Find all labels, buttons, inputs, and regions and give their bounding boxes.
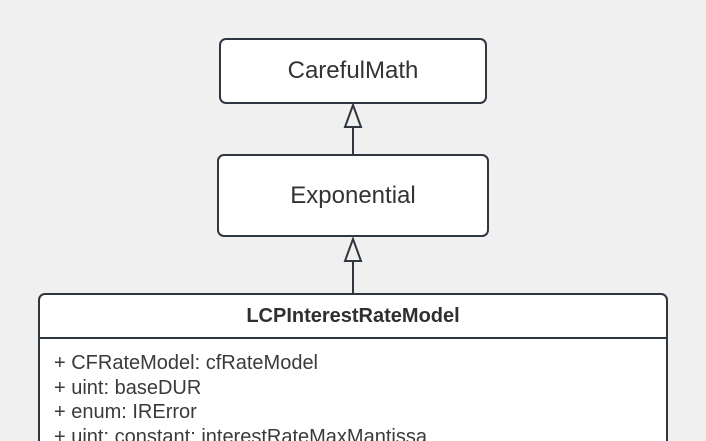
generalization-edge-lcp-to-exponential[interactable] — [343, 236, 363, 294]
class-name-label: Exponential — [290, 181, 416, 209]
class-node-carefulmath[interactable]: CarefulMath — [219, 38, 487, 104]
class-attribute: + enum: IRError — [54, 401, 197, 424]
class-node-lcpinterestratemodel[interactable]: LCPInterestRateModel + CFRateModel: cfRa… — [38, 293, 668, 441]
hollow-triangle-arrowhead-icon — [343, 236, 363, 262]
class-attribute: + CFRateModel: cfRateModel — [54, 352, 319, 374]
generalization-edge-exponential-to-carefulmath[interactable] — [343, 102, 363, 156]
class-attribute: + uint: baseDUR — [54, 376, 202, 399]
class-title-label: LCPInterestRateModel — [40, 295, 666, 339]
class-attribute: + uint: constant: interestRateMaxMantiss… — [54, 425, 427, 441]
hollow-triangle-arrowhead-icon — [343, 102, 363, 128]
class-attributes-compartment: + CFRateModel: cfRateModel + uint: baseD… — [40, 339, 666, 441]
class-name-label: CarefulMath — [287, 57, 419, 84]
class-node-exponential[interactable]: Exponential — [217, 154, 489, 237]
